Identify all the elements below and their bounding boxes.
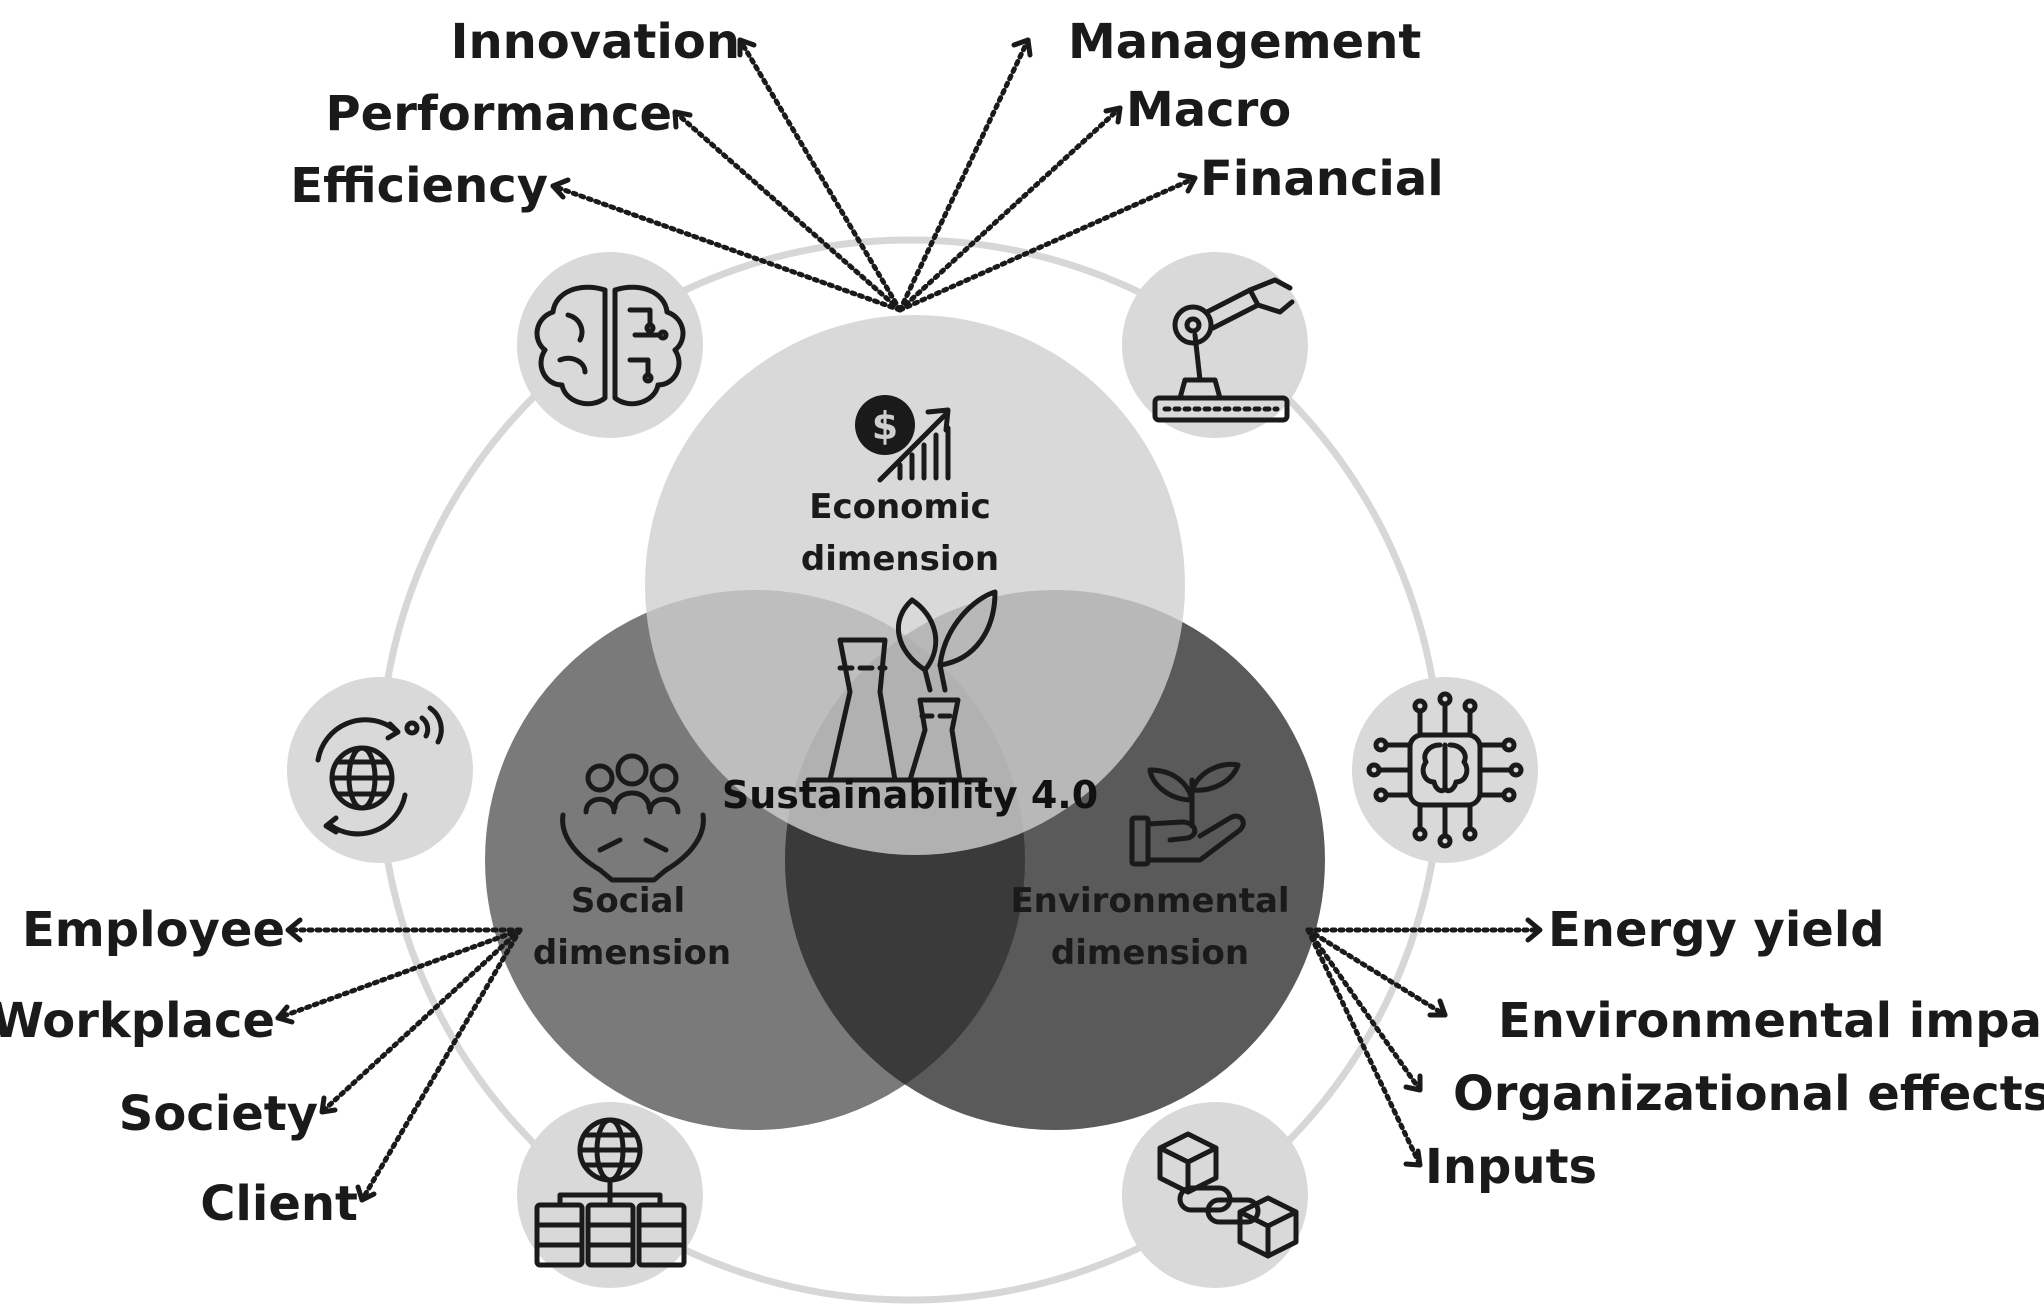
economic-rays bbox=[550, 37, 1198, 313]
environmental-arrowheads bbox=[1403, 917, 1543, 1168]
social-label-line1: Social bbox=[571, 881, 685, 921]
economic-label-line2: dimension bbox=[801, 539, 999, 579]
tech-disc-blockchain bbox=[1122, 1102, 1308, 1288]
indicator-organizational-effects: Organizational effects bbox=[1453, 1066, 2044, 1122]
indicator-inputs: Inputs bbox=[1425, 1139, 1597, 1195]
factory-leaf-icon bbox=[805, 589, 998, 783]
tech-disc-robot bbox=[1122, 252, 1308, 438]
economic-circle bbox=[645, 315, 1185, 855]
economic-label-line1: Economic bbox=[809, 487, 991, 527]
tech-disc-iot bbox=[287, 677, 473, 863]
indicator-environmental-impact: Environmental impact bbox=[1498, 993, 2044, 1049]
social-rays bbox=[275, 927, 523, 1203]
social-label-line2: dimension bbox=[533, 933, 731, 973]
tech-disc-ai bbox=[1352, 677, 1538, 863]
indicator-workplace: Workplace bbox=[0, 993, 275, 1049]
social-arrowheads bbox=[275, 917, 377, 1203]
indicator-energy-yield: Energy yield bbox=[1548, 902, 1885, 958]
tech-disc-server bbox=[517, 1102, 703, 1288]
environmental-label-line1: Environmental bbox=[1010, 881, 1289, 921]
indicator-client: Client bbox=[200, 1176, 358, 1232]
indicator-society: Society bbox=[119, 1086, 318, 1142]
svg-text:$: $ bbox=[872, 404, 898, 448]
indicator-employee: Employee bbox=[22, 902, 285, 958]
plant-hand-icon bbox=[1129, 761, 1246, 867]
indicator-macro: Macro bbox=[1126, 82, 1291, 138]
indicator-management: Management bbox=[1068, 14, 1421, 70]
blockchain-icon bbox=[1157, 1131, 1299, 1259]
environmental-label-line2: dimension bbox=[1051, 933, 1249, 973]
indicator-innovation: Innovation bbox=[451, 14, 740, 70]
indicator-efficiency: Efficiency bbox=[290, 158, 548, 214]
brain-circuit-icon bbox=[534, 284, 686, 407]
cloud-server-icon bbox=[534, 1117, 687, 1268]
people-hands-icon bbox=[560, 753, 706, 883]
environmental-rays bbox=[1305, 927, 1543, 1168]
center-title: Sustainability 4.0 bbox=[722, 773, 1098, 817]
robot-arm-icon bbox=[1152, 277, 1295, 423]
iot-globe-icon bbox=[315, 705, 444, 837]
dollar-growth-icon: $ bbox=[855, 395, 951, 483]
indicator-financial: Financial bbox=[1200, 151, 1444, 207]
economic-arrowheads bbox=[550, 37, 1198, 200]
ai-chip-icon bbox=[1366, 691, 1524, 849]
indicator-performance: Performance bbox=[325, 86, 672, 142]
tech-disc-brain bbox=[517, 252, 703, 438]
